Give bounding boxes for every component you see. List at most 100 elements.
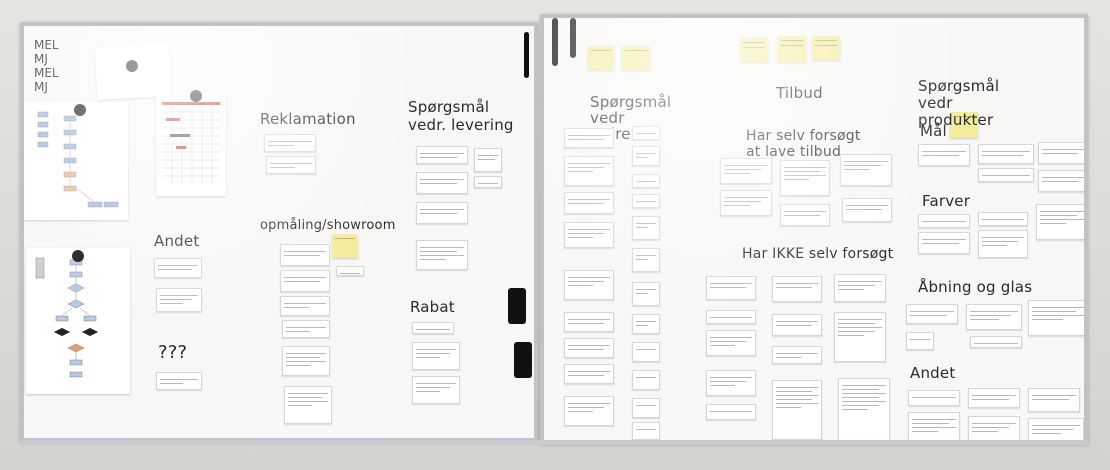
note-card	[416, 146, 468, 164]
note-card	[1028, 388, 1080, 412]
sticky-note	[812, 36, 840, 60]
heading-ikke-forsoegt: Har IKKE selv forsøgt	[742, 246, 894, 262]
note-card	[632, 174, 660, 188]
legend-item: MEL	[34, 66, 59, 80]
sticky-note	[740, 38, 768, 62]
note-card	[978, 168, 1034, 182]
heading-andet: Andet	[154, 232, 200, 250]
note-card	[908, 390, 960, 406]
note-card	[978, 230, 1028, 258]
flowchart-poster	[26, 248, 130, 394]
legend-item: MJ	[34, 80, 48, 94]
note-card	[1028, 418, 1084, 440]
note-card	[282, 346, 330, 376]
note-card	[978, 144, 1034, 164]
note-card	[416, 172, 468, 194]
note-card	[978, 212, 1028, 226]
flowchart-diagram	[35, 257, 99, 378]
note-card	[632, 126, 660, 140]
whiteboard-right: Spørgsmål vedr ordre Tilbud Har selv for…	[540, 14, 1088, 444]
note-card	[906, 332, 934, 350]
sticky-note	[588, 46, 614, 70]
note-card	[908, 412, 960, 440]
note-card	[834, 274, 886, 302]
note-card	[412, 322, 454, 334]
note-card	[918, 144, 970, 166]
note-card	[564, 222, 614, 248]
note-card	[906, 304, 958, 324]
note-card	[842, 198, 892, 222]
note-card	[284, 386, 332, 424]
magnet-clip	[514, 342, 532, 378]
heading-reklamation: Reklamation	[260, 110, 356, 128]
heading-unknown: ???	[158, 342, 188, 363]
magnet-clip	[524, 32, 529, 78]
sticky-note	[950, 112, 978, 138]
note-card	[632, 248, 660, 272]
note-card	[264, 134, 316, 152]
note-card	[780, 204, 830, 226]
heading-andet-right: Andet	[910, 364, 956, 382]
note-card	[632, 216, 660, 240]
note-card	[706, 370, 756, 396]
note-card	[772, 380, 822, 440]
note-card	[154, 258, 202, 278]
note-card	[632, 282, 660, 306]
note-card	[918, 214, 970, 228]
note-card	[564, 156, 614, 186]
note-card	[632, 422, 660, 440]
note-card	[564, 364, 614, 384]
whiteboard-left: MEL MJ MEL MJ	[20, 22, 538, 442]
legend-item: MJ	[34, 52, 48, 66]
magnet-clip	[552, 18, 558, 66]
note-card	[838, 378, 890, 440]
heading-farver: Farver	[922, 192, 971, 210]
note-card	[840, 154, 892, 186]
magnet-clip	[570, 18, 576, 58]
note-card	[336, 266, 364, 276]
note-card	[720, 158, 772, 184]
note-card	[968, 416, 1020, 440]
note-card	[780, 160, 830, 196]
note-card	[564, 312, 614, 332]
magnet	[126, 60, 138, 72]
heading-tilbud: Tilbud	[776, 84, 823, 102]
note-card	[280, 296, 330, 316]
note-card	[632, 398, 660, 418]
magnet-clip	[508, 288, 526, 324]
note-card	[772, 314, 822, 336]
heading-produkter: Spørgsmål vedr produkter	[918, 77, 1000, 129]
note-card	[834, 312, 886, 362]
note-card	[706, 404, 756, 420]
note-card	[266, 156, 316, 174]
note-card	[416, 240, 468, 270]
heading-aabning: Åbning og glas	[918, 278, 1033, 296]
heading-rabat: Rabat	[410, 298, 455, 316]
note-card	[706, 310, 756, 324]
magnet	[190, 90, 202, 102]
heading-levering: Spørgsmål vedr. levering	[408, 98, 514, 134]
note-card	[772, 276, 822, 302]
sticky-note	[622, 46, 650, 70]
note-card	[412, 342, 460, 370]
note-card	[632, 314, 660, 334]
note-card	[918, 232, 970, 254]
legend-item: MEL	[34, 38, 59, 52]
note-card	[970, 336, 1022, 348]
grid-chart	[162, 102, 220, 184]
heading-selv-forsoegt: Har selv forsøgt at lave tilbud	[746, 128, 861, 160]
note-card	[706, 276, 756, 300]
note-card	[416, 202, 468, 224]
note-card	[632, 194, 660, 208]
note-card	[968, 388, 1020, 408]
note-card	[564, 396, 614, 426]
magnet	[74, 104, 86, 116]
heading-mal: Mål	[920, 122, 947, 140]
magnet	[72, 250, 84, 262]
note-card	[156, 288, 202, 312]
note-card	[1038, 170, 1084, 192]
note-card	[474, 148, 502, 172]
note-card	[564, 338, 614, 358]
note-card	[632, 370, 660, 390]
grid-chart-poster	[156, 94, 226, 196]
